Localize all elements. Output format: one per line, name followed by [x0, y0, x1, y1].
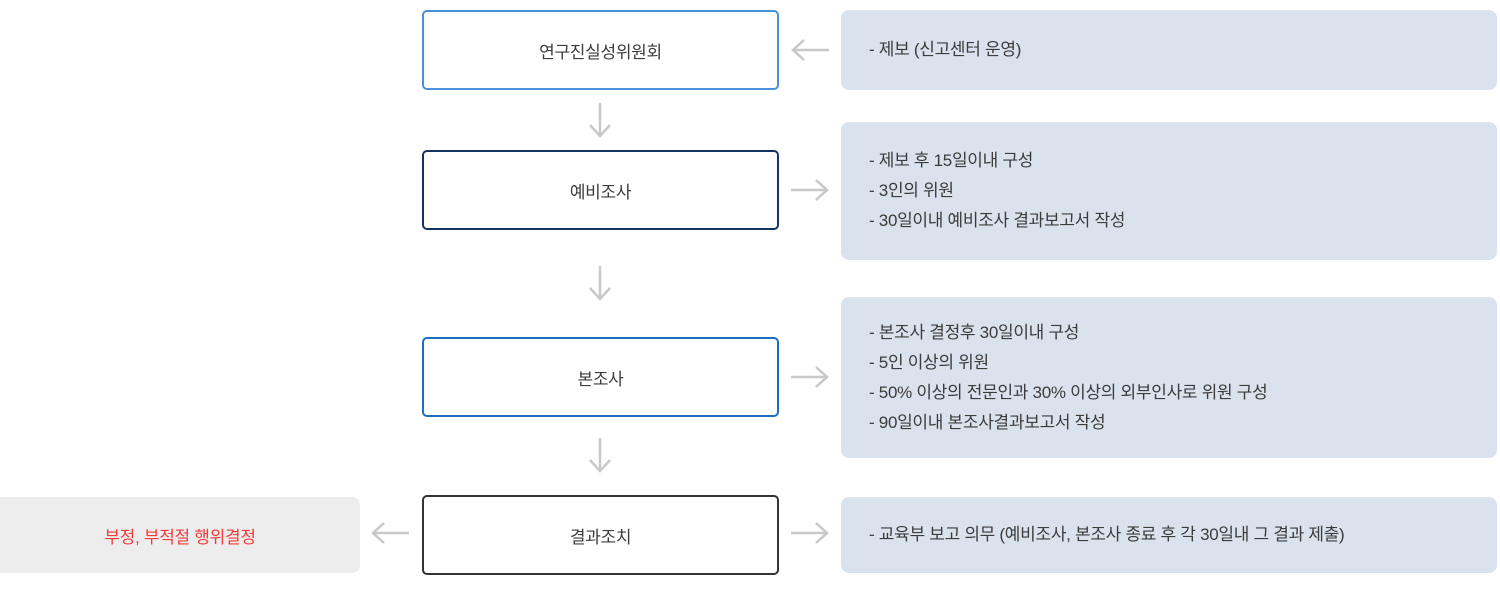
note-main-investigation: - 본조사 결정후 30일이내 구성 - 5인 이상의 위원 - 50% 이상의…	[841, 297, 1497, 458]
arrow-right-icon	[790, 178, 830, 202]
note-line: - 5인 이상의 위원	[869, 352, 989, 372]
flow-step-committee-label: 연구진실성위원회	[539, 42, 662, 62]
result-decision-label: 부정, 부적절 행위결정	[104, 527, 256, 547]
note-line: - 교육부 보고 의무 (예비조사, 본조사 종료 후 각 30일내 그 결과 …	[869, 525, 1345, 544]
note-report: - 제보 (신고센터 운영)	[841, 10, 1497, 90]
flow-step-preliminary-label: 예비조사	[569, 182, 632, 202]
note-line: - 50% 이상의 전문인과 30% 이상의 외부인사로 위원 구성	[869, 382, 1268, 402]
note-line: - 본조사 결정후 30일이내 구성	[869, 322, 1080, 342]
arrow-down-icon	[588, 438, 612, 475]
arrow-right-icon	[790, 521, 830, 545]
note-result-action: - 교육부 보고 의무 (예비조사, 본조사 종료 후 각 30일내 그 결과 …	[841, 497, 1497, 573]
note-line: - 제보 (신고센터 운영)	[869, 40, 1022, 59]
note-line: - 제보 후 15일이내 구성	[869, 151, 1034, 170]
arrow-left-icon	[370, 521, 410, 545]
arrow-right-icon	[790, 365, 830, 389]
flow-step-main-label: 본조사	[577, 369, 624, 389]
note-line: - 90일이내 본조사결과보고서 작성	[869, 412, 1106, 432]
arrow-left-icon	[790, 38, 830, 62]
note-line: - 30일이내 예비조사 결과보고서 작성	[869, 211, 1126, 230]
flow-step-result-label: 결과조치	[569, 527, 632, 547]
arrow-down-icon	[588, 103, 612, 140]
flow-step-main-investigation: 본조사	[422, 337, 779, 417]
result-decision-box: 부정, 부적절 행위결정	[0, 497, 360, 573]
flow-step-result-action: 결과조치	[422, 495, 779, 575]
flow-step-preliminary-investigation: 예비조사	[422, 150, 779, 230]
note-line: - 3인의 위원	[869, 181, 954, 200]
note-preliminary-investigation: - 제보 후 15일이내 구성 - 3인의 위원 - 30일이내 예비조사 결과…	[841, 122, 1497, 260]
arrow-down-icon	[588, 266, 612, 303]
flow-step-committee: 연구진실성위원회	[422, 10, 779, 90]
